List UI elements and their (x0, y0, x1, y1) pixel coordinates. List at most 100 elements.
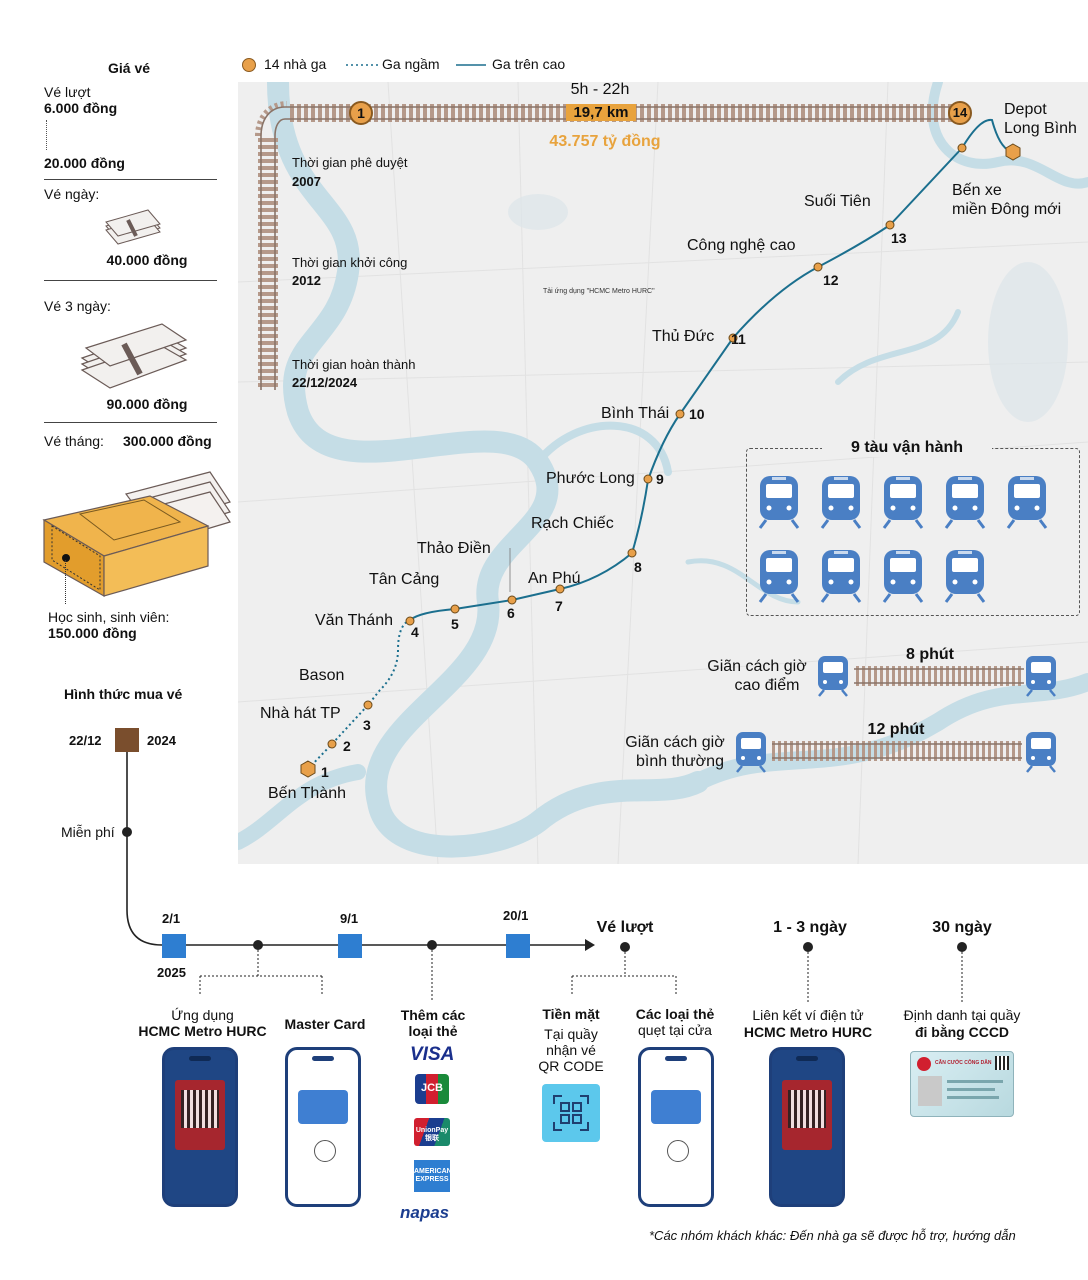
project-cost: 43.757 tỷ đồng (549, 133, 661, 150)
fares-title: Giá vé (107, 60, 151, 76)
qr-scan-icon (542, 1084, 600, 1142)
cash-large-gold-icon (42, 471, 231, 598)
cash-desc-3: QR CODE (538, 1058, 604, 1074)
fares-3day-price: 90.000 đồng (106, 396, 188, 412)
qr-code-icon (782, 1080, 832, 1150)
phone-mastercard (285, 1047, 361, 1207)
track-end-num: 14 (952, 105, 968, 120)
legend-station-dot (242, 58, 256, 72)
milestone-approval-label: Thời gian phê duyệt (292, 155, 408, 170)
milestone-complete-value: 22/12/2024 (292, 375, 358, 390)
single-ticket-heading: Vé lượt (596, 919, 654, 936)
milestone-approval-value: 2007 (292, 174, 321, 189)
credit-card-icon (298, 1090, 348, 1124)
trains-title: 9 tàu vận hành (822, 439, 992, 457)
legend-elevated: Ga trên cao (492, 56, 566, 72)
amex-text: AMERICAN EXPRESS (414, 1168, 450, 1183)
legend-dotted-line (346, 64, 380, 66)
phone-card-tap (638, 1047, 714, 1207)
depot-line2: Long Bình (1004, 120, 1077, 137)
milestone-complete-label: Thời gian hoàn thành (292, 357, 416, 372)
headway-tracks (734, 654, 1058, 774)
app-label: Ứng dụng (171, 1007, 234, 1023)
amex-logo: AMERICAN EXPRESS (414, 1160, 450, 1192)
station-name-bason: Bason (299, 667, 345, 684)
station-name-van-thanh: Văn Thánh (315, 612, 393, 629)
fares-student-label: Học sinh, sinh viên: (48, 609, 170, 625)
credit-card-icon (651, 1090, 701, 1124)
station-num-4: 4 (411, 624, 419, 640)
napas-logo: napas (400, 1203, 450, 1222)
fares-month-label: Vé tháng: (44, 433, 104, 449)
station-num-5: 5 (451, 616, 459, 632)
unionpay-text: UnionPay 银联 (415, 1127, 449, 1142)
station-name-an-phu: An Phú (528, 570, 581, 587)
normal-label-2: bình thường (636, 753, 724, 770)
operating-hours: 5h - 22h (570, 81, 630, 98)
station-name-rach-chiec: Rạch Chiếc (531, 515, 614, 532)
metro-line-map (300, 118, 1021, 778)
map-background (238, 82, 1088, 864)
phone-notch (312, 1056, 334, 1061)
phone-notch (665, 1056, 687, 1061)
id-card-photo (918, 1076, 942, 1106)
cash-label: Tiền mặt (542, 1006, 600, 1022)
station-num-9: 9 (656, 471, 664, 487)
thirty-day-heading: 30 ngày (932, 919, 992, 936)
station-name-ben-xe-line1: Bến xe (952, 182, 1002, 199)
peak-label-1: Giãn cách giờ (707, 658, 807, 675)
fares-single-label: Vé lượt (44, 84, 91, 100)
purchase-title: Hình thức mua vé (64, 686, 183, 702)
station-name-binh-thai: Bình Thái (601, 405, 670, 422)
station-name-thu-duc: Thủ Đức (652, 328, 715, 345)
phone-app-qr (162, 1047, 238, 1207)
fares-single-range-line (46, 120, 48, 150)
id-card-emblem (917, 1057, 931, 1071)
visa-logo: VISA (410, 1044, 455, 1065)
nfc-icon (314, 1140, 336, 1162)
card-types-desc: quẹt tại cửa (638, 1022, 712, 1038)
legend: 14 nhà ga Ga ngầm Ga trên cao (242, 55, 582, 75)
fares-day-label: Vé ngày: (44, 186, 100, 202)
footnote: *Các nhóm khách khác: Đến nhà ga sẽ được… (649, 1228, 1016, 1243)
qr-code-icon (175, 1080, 225, 1150)
fares-student-price: 150.000 đồng (48, 625, 137, 641)
fares-month-price: 300.000 đồng (123, 433, 212, 449)
peak-value: 8 phút (906, 646, 954, 663)
nfc-icon (667, 1140, 689, 1162)
fares-single-max: 20.000 đồng (44, 155, 125, 171)
jcb-logo: JCB (415, 1074, 449, 1104)
timeline-year-2025: 2025 (157, 965, 186, 980)
wallet-label: Liên kết ví điện tử (752, 1007, 864, 1023)
cash-desc-2: nhận vé (546, 1042, 596, 1058)
free-label: Miễn phí (61, 824, 115, 840)
wallet-name: HCMC Metro HURC (743, 1024, 873, 1040)
fares-day-price: 40.000 đồng (106, 252, 188, 268)
station-num-7: 7 (555, 598, 563, 614)
id-label: Định danh tại quầy (903, 1007, 1021, 1023)
id-name: đi bằng CCCD (914, 1024, 1010, 1040)
train-icons-grid (758, 474, 1048, 604)
mastercard-label: Master Card (284, 1016, 366, 1032)
station-num-2: 2 (343, 738, 351, 754)
jcb-text: JCB (420, 1082, 443, 1094)
id-card-icon: CĂN CƯỚC CÔNG DÂN (910, 1051, 1014, 1117)
purchase-start-box (115, 728, 139, 752)
timeline-date-20-1: 20/1 (503, 908, 529, 923)
one-three-day-heading: 1 - 3 ngày (773, 919, 847, 936)
phone-notch (796, 1056, 818, 1061)
milestone-start-value: 2012 (292, 273, 321, 288)
phone-wallet-qr (769, 1047, 845, 1207)
timeline-date-9-1: 9/1 (340, 911, 359, 926)
station-name-nha-hat: Nhà hát TP (260, 705, 341, 722)
cash-small-icon (105, 209, 161, 245)
app-download-note: Tải ứng dụng "HCMC Metro HURC" (543, 288, 655, 295)
legend-solid-line (456, 64, 486, 66)
student-pointer-line (65, 560, 67, 604)
milestone-start-label: Thời gian khởi công (292, 255, 408, 270)
peak-label-2: cao điểm (734, 677, 800, 694)
station-name-tan-cang: Tân Cảng (369, 571, 440, 588)
legend-stations: 14 nhà ga (264, 56, 327, 72)
station-name-ben-xe-line2: miền Đông mới (952, 201, 1062, 218)
purchase-start-day: 22/12 (69, 733, 102, 748)
